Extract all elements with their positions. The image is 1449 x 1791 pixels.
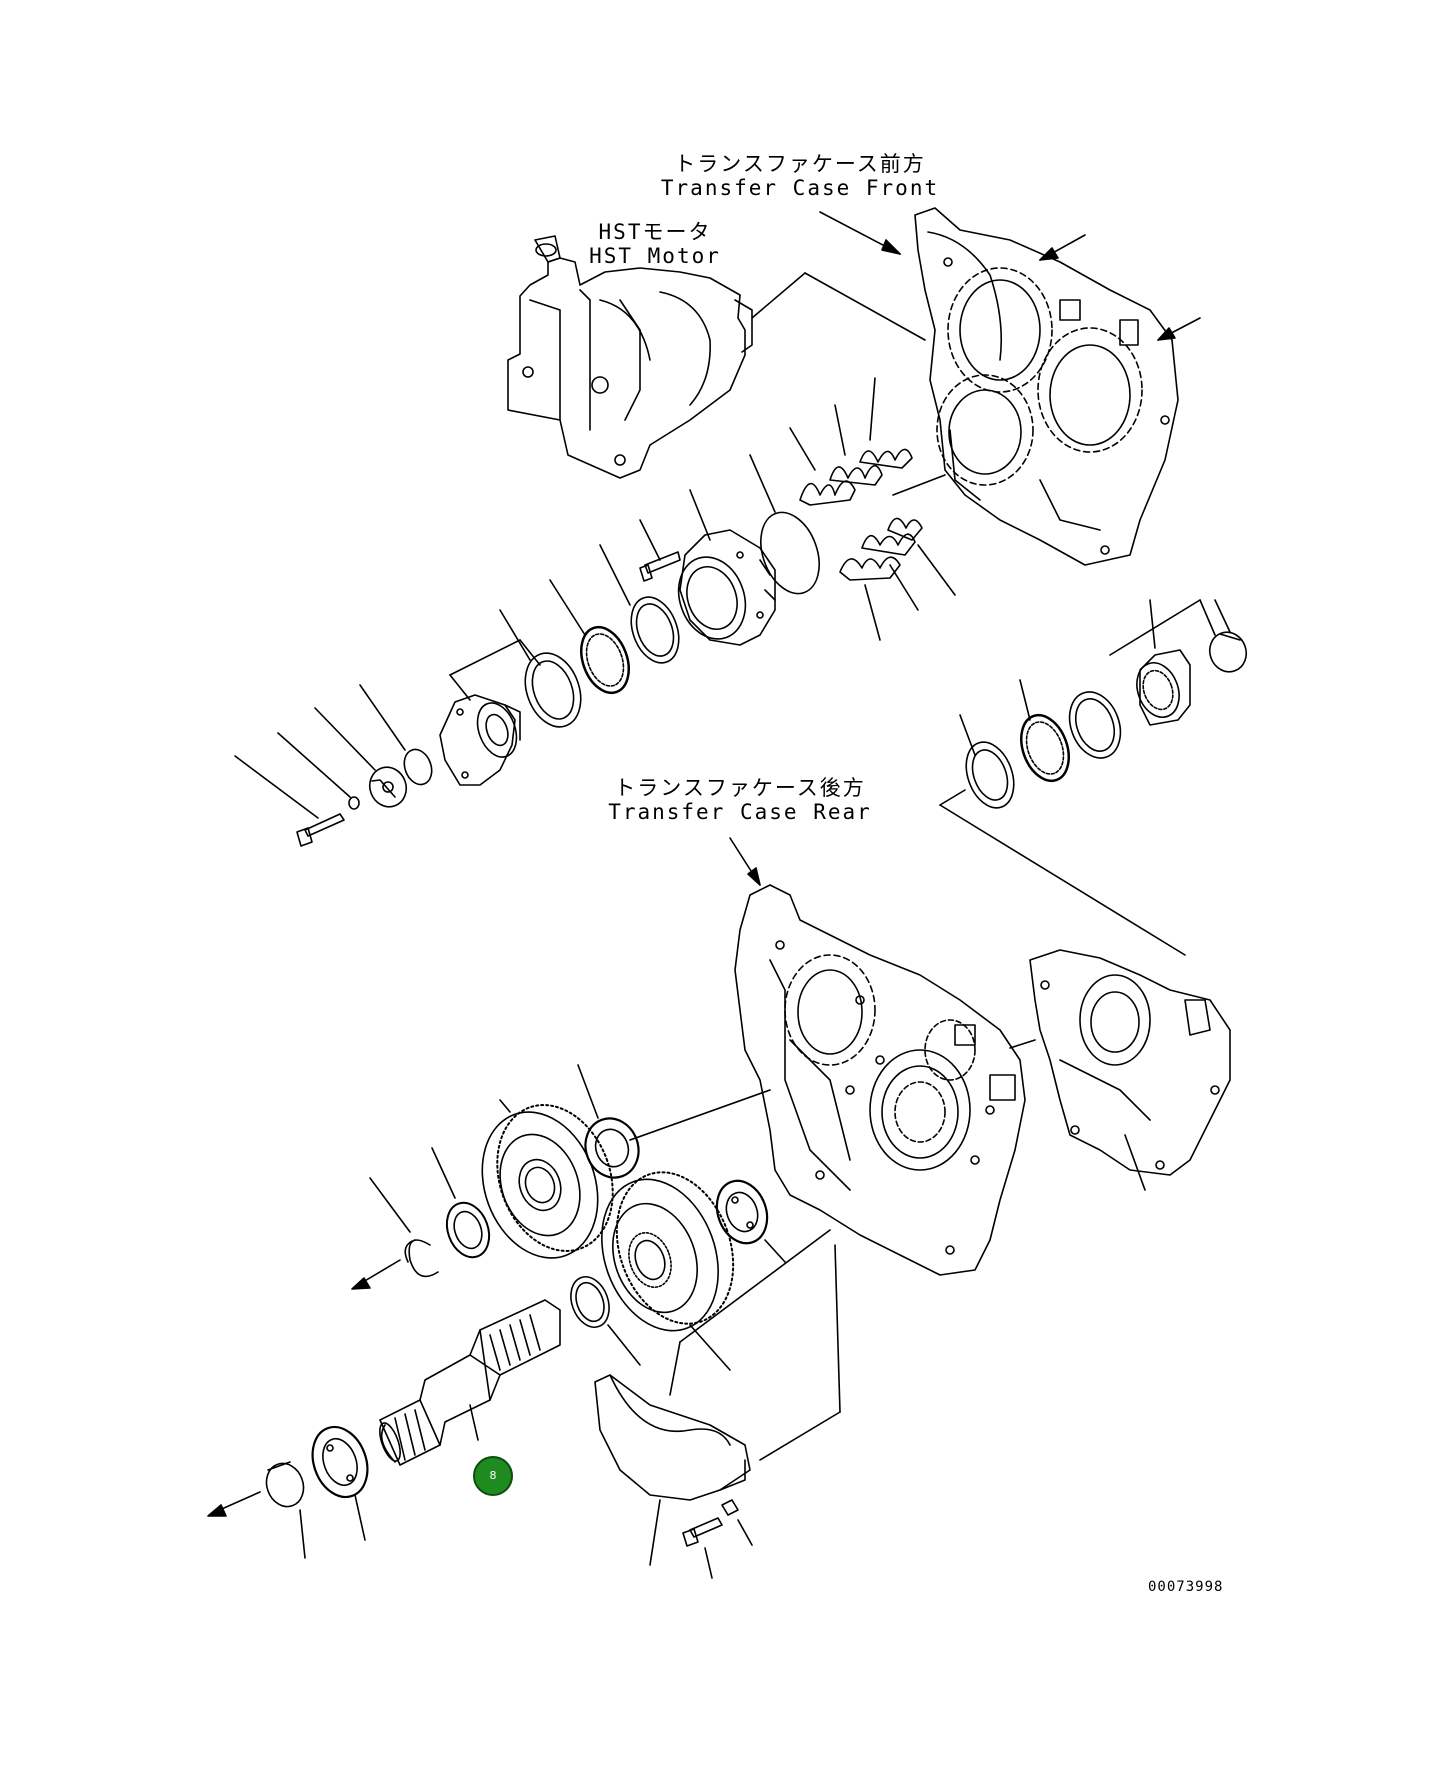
shims-upper [789,377,913,506]
bearing-roller-upper [549,579,630,695]
bearing-cup-lower [265,1461,306,1559]
arrow-front-1 [819,211,901,255]
leader-line [939,804,1186,956]
seal-ring-right [1068,691,1122,759]
arrow-lower-bottom [207,1491,261,1517]
bearing-lower-left [431,1147,491,1259]
bearing-lower-shaft [311,1425,369,1541]
bolt-guard [682,1517,723,1579]
gear-upper [481,1099,614,1259]
bearing-right-gear [715,1179,786,1263]
bolt-flange [234,755,345,847]
transfer-case-front [914,207,1179,566]
snap-ring-upper [359,684,433,786]
gear-lower [601,1171,735,1371]
leader-line [669,1341,681,1396]
bearing-roller-right [1019,679,1070,783]
leader-line [939,789,966,806]
drawing-number: 00073998 [1148,1579,1224,1595]
nut-guard [721,1499,753,1546]
hst-motor [507,235,753,479]
label-transfer-front-jp: トランスファケース前方 [674,152,926,176]
coupling-flange [439,694,521,786]
transfer-case-cover [1029,949,1231,1191]
spacer-collar [570,1276,641,1366]
seal-upper [499,609,582,728]
washer-thick [314,707,408,808]
leader-line [519,639,541,666]
shims-lower [839,517,956,641]
callout-marker[interactable]: 8 [473,1456,513,1496]
bearing-upper-gear [577,1064,640,1179]
label-transfer-rear-en: Transfer Case Rear [608,800,872,824]
label-transfer-front-en: Transfer Case Front [660,176,940,200]
label-transfer-rear-jp: トランスファケース後方 [614,776,866,800]
needle-bearing-housing [1136,599,1191,726]
leader-line [1199,599,1216,636]
arrow-front-2 [1039,234,1086,261]
snap-ring-lower [369,1177,439,1278]
guard-plate [594,1374,751,1566]
output-shaft [379,1299,561,1466]
bearing-retainer [677,489,776,646]
arrow-front-3 [1157,317,1201,341]
arrow-rear [729,837,761,886]
leader-line [679,1229,831,1343]
leader-line [892,474,946,496]
label-hst-en: HST Motor [589,244,721,268]
leader-line [1109,599,1201,656]
leader-line [449,674,471,701]
cap-plug [1208,599,1248,673]
bearing-race-upper [599,544,680,664]
transfer-case-rear [734,884,1026,1276]
leader-line [759,1411,841,1461]
leader-line [629,1089,771,1141]
leader-line [449,639,521,676]
bearing-race-right [959,714,1015,809]
o-ring-large [749,454,820,595]
label-hst-jp: HSTモータ [598,220,712,244]
leader-line [751,272,806,319]
leader-line [1009,1039,1036,1049]
leader-line [804,272,926,341]
lock-washer [277,732,360,810]
leader-line [834,1244,841,1413]
bolt-retainer [639,519,681,582]
arrow-lower-left [351,1259,401,1290]
